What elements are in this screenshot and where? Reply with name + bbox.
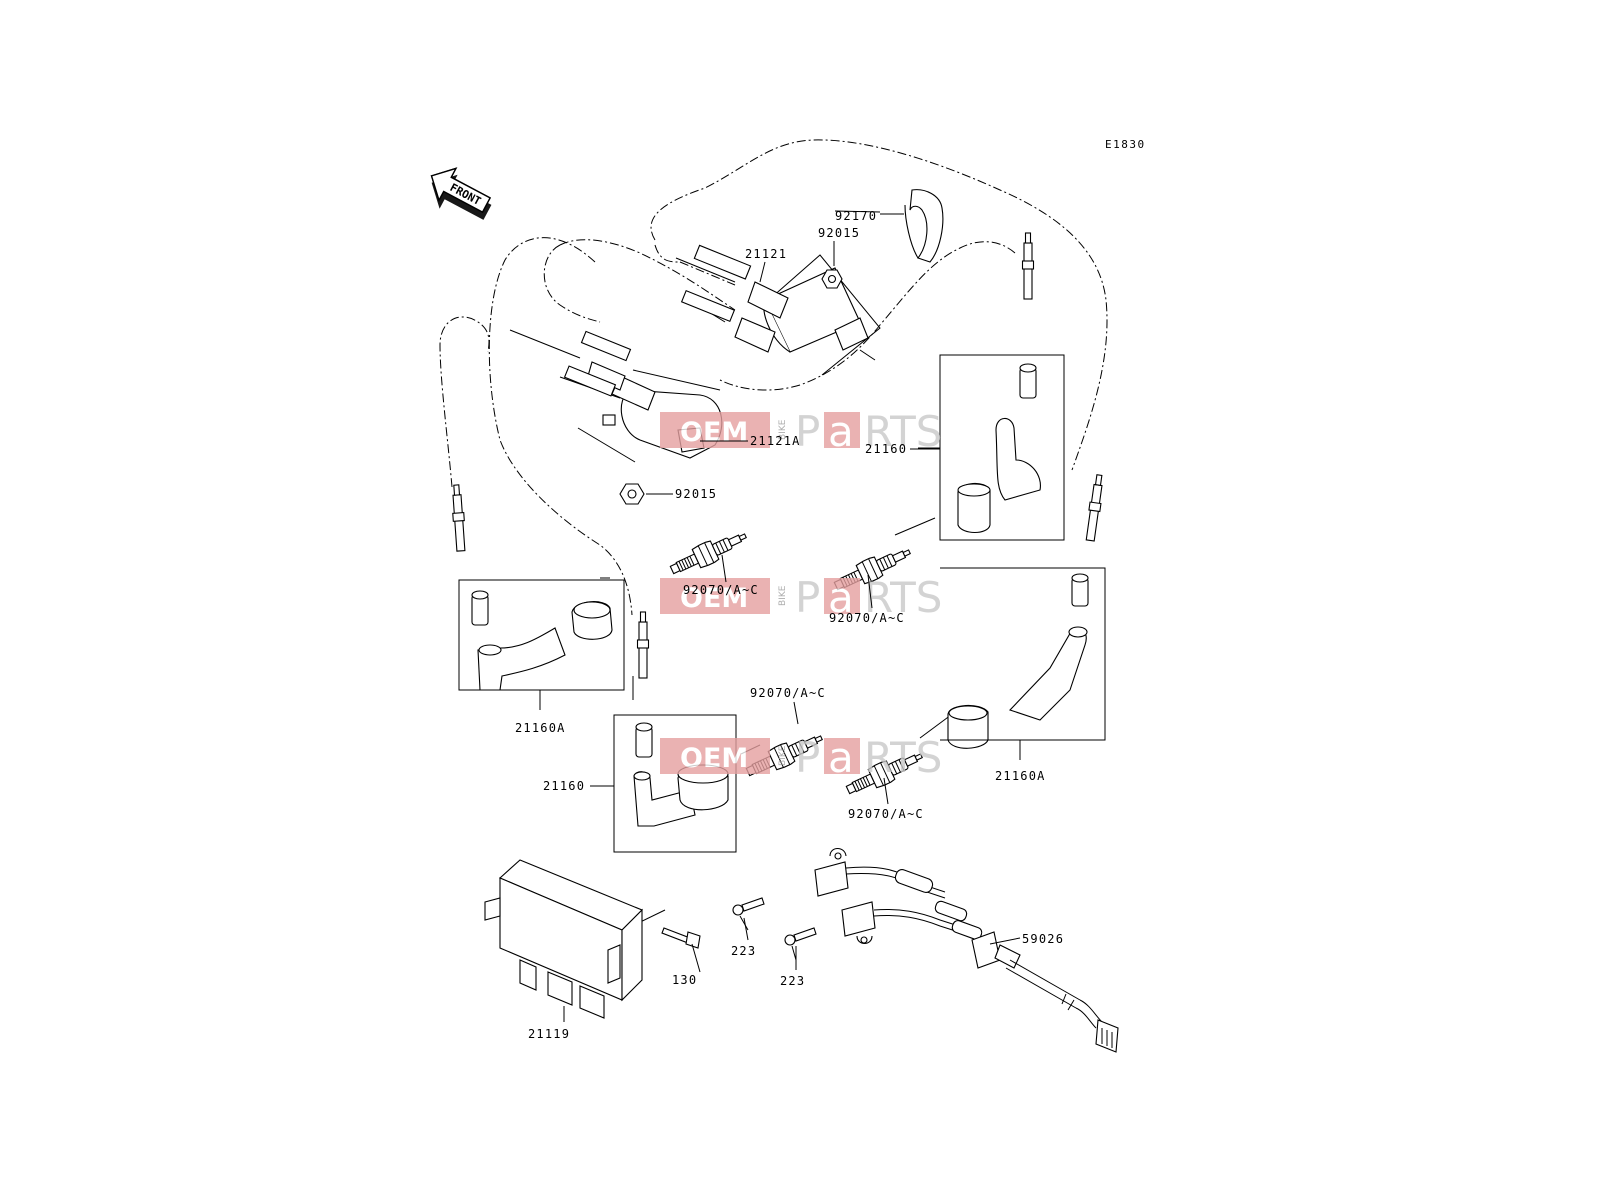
callout-92070-2: 92070/A~C	[829, 611, 905, 625]
svg-text:a: a	[828, 573, 854, 622]
callout-223-2: 223	[780, 974, 805, 988]
callout-21160a-right: 21160A	[995, 769, 1046, 783]
callout-92070-4: 92070/A~C	[848, 807, 924, 821]
plug-cap-right-upper	[957, 232, 1041, 534]
svg-text:BIKE: BIKE	[778, 419, 788, 440]
plug-cap-left-upper	[450, 484, 613, 691]
svg-text:OEM: OEM	[680, 417, 748, 448]
svg-text:BIKE: BIKE	[778, 585, 788, 606]
diagram-code: E1830	[1105, 138, 1146, 151]
wire-routing	[439, 139, 1108, 616]
callout-21121a: 21121A	[750, 434, 801, 448]
callout-223-1: 223	[731, 944, 756, 958]
spark-plug-1	[666, 525, 751, 581]
pickup-harness-59026	[814, 847, 1119, 1053]
bolt-130	[661, 927, 701, 973]
callout-92170: 92170	[835, 209, 877, 223]
nut-92015-top	[821, 269, 843, 289]
cdi-unit-21119	[484, 859, 643, 1019]
svg-text:RTS: RTS	[864, 733, 942, 782]
nut-92015-mid	[619, 483, 645, 505]
clamp-92170	[904, 189, 944, 263]
callout-21119: 21119	[528, 1027, 570, 1041]
svg-text:a: a	[828, 407, 854, 456]
svg-text:P: P	[795, 733, 820, 782]
ignition-coil-21121	[680, 244, 876, 361]
svg-text:P: P	[795, 573, 820, 622]
callout-92070-3: 92070/A~C	[750, 686, 826, 700]
plug-cap-right-lower	[947, 473, 1106, 749]
callout-21160a-left: 21160A	[515, 721, 566, 735]
callout-92015-mid: 92015	[675, 487, 717, 501]
svg-text:a: a	[828, 733, 854, 782]
callout-130: 130	[672, 973, 697, 987]
svg-text:BIKE: BIKE	[778, 745, 788, 766]
plug-cap-left-lower	[633, 611, 729, 827]
watermark-3: OEM BIKE P a RTS	[660, 733, 942, 782]
screw-223-2	[784, 927, 817, 961]
screw-223-1	[732, 897, 765, 931]
callout-21160-left: 21160	[543, 779, 585, 793]
svg-text:OEM: OEM	[680, 583, 748, 614]
callout-59026: 59026	[1022, 932, 1064, 946]
watermark-1: OEM BIKE P a RTS	[660, 407, 942, 456]
callout-21160-right: 21160	[865, 442, 907, 456]
assembly-brackets	[458, 354, 1106, 853]
callout-92070-1: 92070/A~C	[683, 583, 759, 597]
watermark-2: OEM BIKE P a RTS	[660, 573, 942, 622]
svg-text:RTS: RTS	[864, 573, 942, 622]
leader-lines	[509, 210, 956, 930]
callouts: E1830 92170 92015 21121 21121A 92015 211…	[515, 138, 1146, 1041]
svg-text:P: P	[795, 407, 820, 456]
callout-92015-top: 92015	[818, 226, 860, 240]
callout-21121: 21121	[745, 247, 787, 261]
svg-text:OEM: OEM	[680, 743, 748, 774]
svg-text:RTS: RTS	[864, 407, 942, 456]
front-direction-arrow: FRONT	[430, 167, 492, 220]
